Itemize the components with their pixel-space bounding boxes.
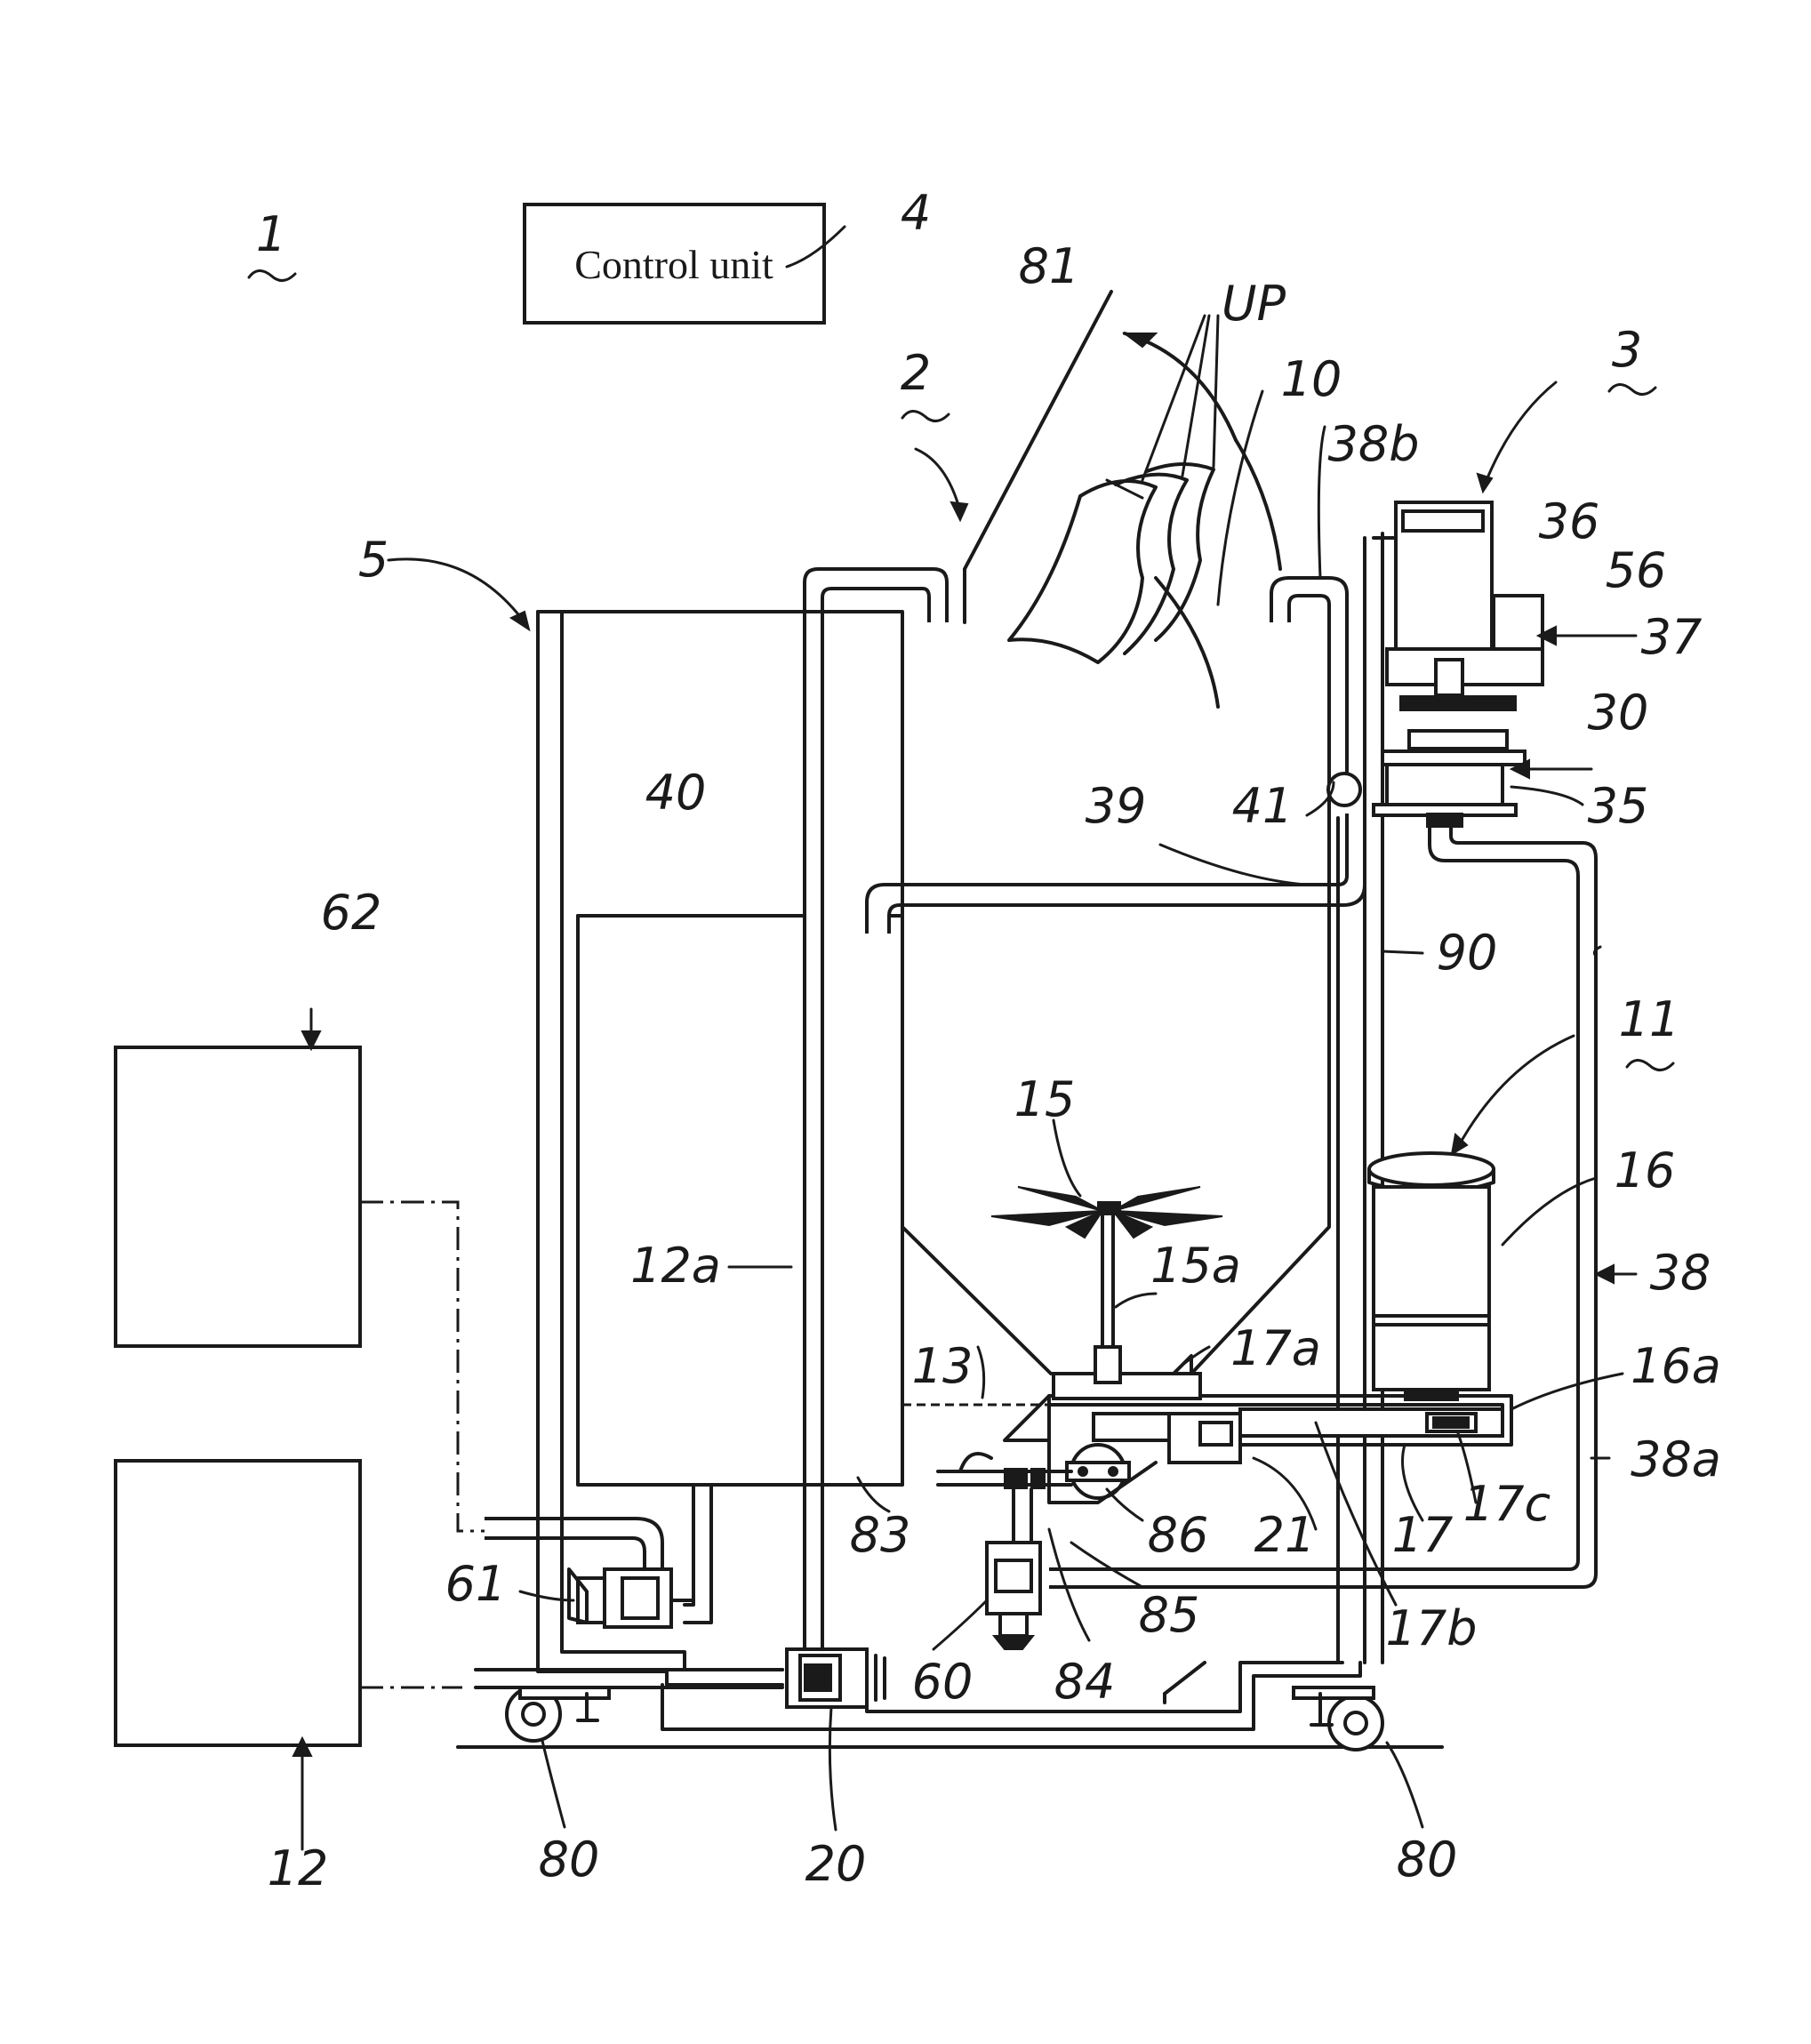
label-17: 17 xyxy=(1392,1507,1454,1563)
label-36: 36 xyxy=(1539,493,1600,549)
label-2: 2 xyxy=(901,345,931,401)
label-30: 30 xyxy=(1588,685,1649,741)
frame-90 xyxy=(1338,533,1382,1663)
label-3: 3 xyxy=(1612,322,1642,378)
label-60: 60 xyxy=(912,1654,974,1710)
label-12: 12 xyxy=(268,1840,329,1896)
label-40: 40 xyxy=(645,765,707,821)
label-38b: 38b xyxy=(1328,416,1420,472)
lid-81 xyxy=(965,292,1111,569)
label-86: 86 xyxy=(1148,1507,1209,1563)
label-16: 16 xyxy=(1615,1142,1676,1198)
pump-61 xyxy=(485,1485,693,1627)
label-37: 37 xyxy=(1641,609,1703,665)
label-61: 61 xyxy=(445,1556,507,1612)
label-17b: 17b xyxy=(1386,1600,1478,1656)
label-85: 85 xyxy=(1139,1587,1200,1643)
external-unit-62 xyxy=(116,1047,360,1346)
label-21: 21 xyxy=(1254,1507,1316,1563)
label-1: 1 xyxy=(256,206,286,262)
unit-3 xyxy=(1374,502,1543,827)
label-16a: 16a xyxy=(1631,1338,1721,1394)
signal-line-62 xyxy=(360,1202,485,1531)
label-10: 10 xyxy=(1281,351,1342,407)
caster-left xyxy=(507,1687,609,1741)
power-unit-12 xyxy=(116,1461,360,1745)
motor-16 xyxy=(1369,1153,1494,1400)
label-38: 38 xyxy=(1650,1245,1711,1301)
label-17c: 17c xyxy=(1463,1476,1551,1532)
label-11: 11 xyxy=(1619,991,1680,1047)
label-90: 90 xyxy=(1437,925,1498,981)
label-39: 39 xyxy=(1086,778,1147,834)
control-unit: Control unit xyxy=(525,204,824,323)
label-15: 15 xyxy=(1014,1071,1076,1127)
label-5: 5 xyxy=(358,532,389,588)
label-4: 4 xyxy=(901,185,931,241)
caster-right xyxy=(1294,1687,1382,1750)
pump-60 xyxy=(987,1543,1040,1649)
label-81: 81 xyxy=(1019,238,1080,294)
label-80-left: 80 xyxy=(539,1832,600,1888)
paper-bundle-up xyxy=(1009,333,1280,707)
label-up: UP xyxy=(1222,276,1286,332)
label-56: 56 xyxy=(1606,542,1667,598)
label-80-right: 80 xyxy=(1397,1832,1458,1888)
control-unit-label: Control unit xyxy=(574,242,773,287)
label-62: 62 xyxy=(321,885,382,941)
pump-35 xyxy=(1387,765,1502,805)
label-17a: 17a xyxy=(1230,1320,1321,1376)
pipe-38b xyxy=(1271,578,1347,782)
label-83: 83 xyxy=(850,1507,911,1563)
tank-5 xyxy=(538,612,902,1685)
label-20: 20 xyxy=(805,1836,867,1892)
label-15a: 15a xyxy=(1150,1238,1241,1294)
label-13: 13 xyxy=(912,1338,974,1394)
vessel-10 xyxy=(902,622,1329,1405)
label-41: 41 xyxy=(1232,778,1294,834)
label-84: 84 xyxy=(1054,1654,1116,1710)
label-12a: 12a xyxy=(630,1238,721,1294)
label-35: 35 xyxy=(1588,778,1649,834)
pipe-38 xyxy=(1049,827,1596,1587)
label-38a: 38a xyxy=(1631,1431,1721,1487)
